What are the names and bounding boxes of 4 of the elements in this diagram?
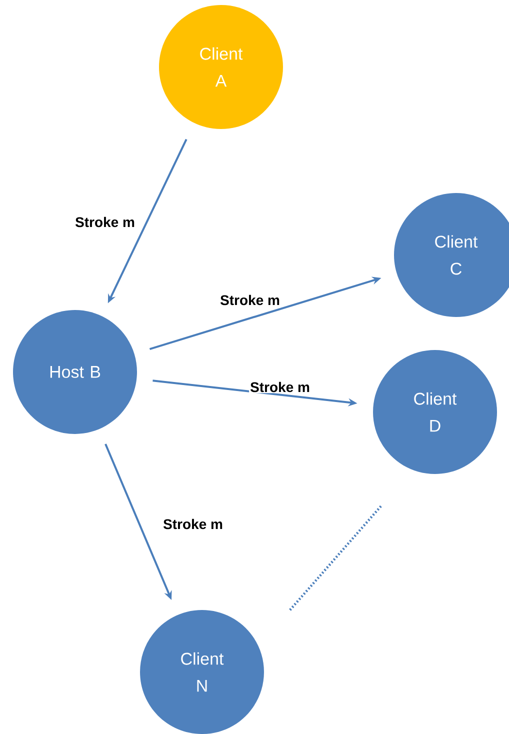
edge-label: Stroke m bbox=[219, 294, 281, 306]
edge-label: Stroke m bbox=[74, 216, 136, 228]
edge-label: Stroke m bbox=[249, 380, 311, 394]
edge-label: Stroke m bbox=[162, 518, 224, 530]
